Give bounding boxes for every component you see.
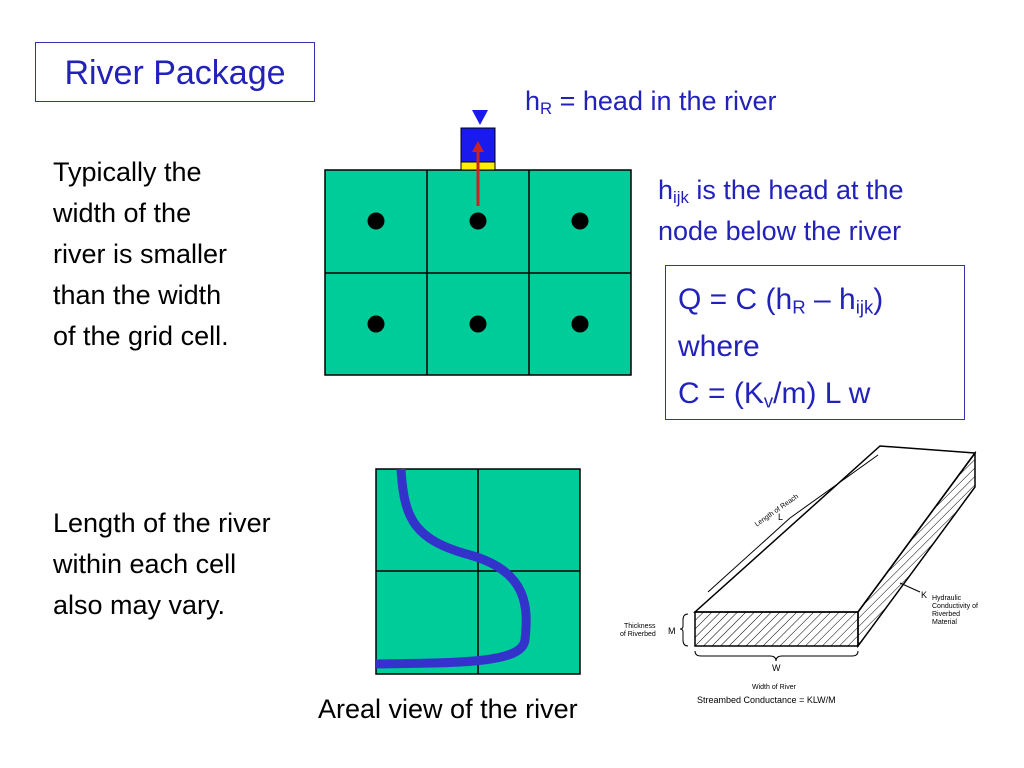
conductance-equation-box: Q = C (hR – hijk) where C = (Kv/m) L w <box>665 265 965 420</box>
eq-sub-ijk: ijk <box>855 296 874 318</box>
node-dot <box>367 212 385 230</box>
note1-line: Typically the <box>53 157 202 187</box>
eq-sub-r: R <box>792 296 806 318</box>
head-node-line1: hijk is the head at the <box>658 170 904 211</box>
note1-line: width of the <box>53 198 192 228</box>
note2-line: within each cell <box>53 549 237 579</box>
m-symbol: M <box>668 626 676 636</box>
head-river-h: h <box>525 86 541 116</box>
eq-c-part: C = (K <box>678 377 764 410</box>
equation-line-1: Q = C (hR – hijk) <box>678 276 964 323</box>
eq-c-rest: /m) L w <box>773 377 871 410</box>
length-brace <box>707 454 879 593</box>
k-label-line: Riverbed <box>932 611 960 618</box>
areal-caption: Areal view of the river <box>318 694 578 724</box>
k-label-line: Conductivity of <box>932 603 978 610</box>
node-dot <box>571 212 589 230</box>
note2-line: Length of the river <box>53 508 271 538</box>
node-dot <box>469 315 487 333</box>
width-label: Width of River <box>752 684 797 691</box>
river-length-note: Length of the river within each cell als… <box>53 503 271 626</box>
node-dot <box>571 315 589 333</box>
eq-close-paren: ) <box>873 283 884 316</box>
river-path <box>375 468 531 669</box>
thickness-brace <box>679 613 689 647</box>
head-river-rest: = head in the river <box>552 86 777 116</box>
eq-sub-v: v <box>763 390 774 412</box>
slide-title: River Package <box>35 42 315 102</box>
streambed-front-face <box>694 611 859 647</box>
k-symbol: K <box>921 590 927 600</box>
w-symbol: W <box>772 663 781 673</box>
note2-line: also may vary. <box>53 590 226 620</box>
k-pointer <box>899 582 921 593</box>
head-node-line2: node below the river <box>658 216 902 246</box>
head-node-label: hijk is the head at the node below the r… <box>658 170 904 252</box>
thickness-label-line: Thickness <box>624 623 656 630</box>
grid-width-note: Typically the width of the river is smal… <box>53 152 229 357</box>
k-label-line: Material <box>932 619 957 626</box>
eq-q-part: Q = C (h <box>678 283 793 316</box>
node-dot <box>367 315 385 333</box>
note1-line: river is smaller <box>53 239 228 269</box>
head-node-sub: ijk <box>673 188 689 208</box>
head-river-sub: R <box>540 99 553 119</box>
note1-line: of the grid cell. <box>53 321 229 351</box>
conductance-formula: Streambed Conductance = KLW/M <box>697 695 836 705</box>
flow-arrow-head-icon <box>472 141 484 152</box>
equation-line-2: where <box>678 330 760 363</box>
streambed-side-face <box>857 450 976 649</box>
note1-line: than the width <box>53 280 222 310</box>
k-label-line: Hydraulic <box>932 595 962 602</box>
water-level-triangle-icon <box>472 110 488 125</box>
width-brace <box>694 650 859 662</box>
eq-minus-part: – h <box>805 283 856 316</box>
node-dot <box>469 212 487 230</box>
thickness-label-line: of Riverbed <box>620 631 656 638</box>
head-node-rest: is the head at the <box>688 175 904 205</box>
head-node-h: h <box>658 175 674 205</box>
head-river-label: hR = head in the river <box>525 84 777 118</box>
length-symbol: L <box>778 512 783 522</box>
equation-line-3: C = (Kv/m) L w <box>678 370 964 417</box>
